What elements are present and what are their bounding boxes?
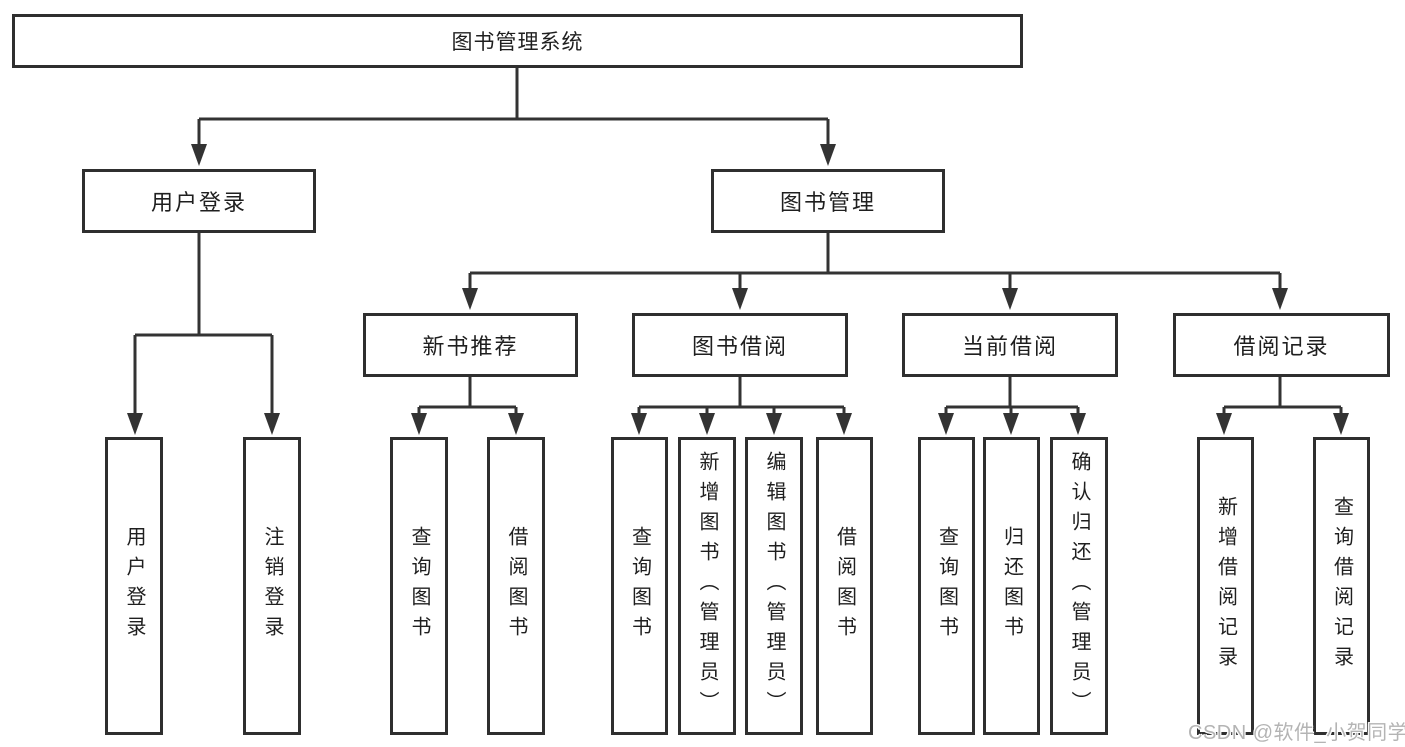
leaf-confirm-return-admin: 确认归还（管理员） bbox=[1050, 437, 1108, 735]
arrowhead bbox=[938, 413, 954, 435]
node-label: 归还图书 bbox=[1000, 526, 1023, 646]
node-label: 借阅图书 bbox=[833, 526, 856, 646]
arrowhead bbox=[1216, 413, 1232, 435]
arrowhead bbox=[127, 413, 143, 435]
leaf-logout: 注销登录 bbox=[243, 437, 301, 735]
leaf-user-login: 用户登录 bbox=[105, 437, 163, 735]
leaf-edit-books-admin: 编辑图书（管理员） bbox=[745, 437, 803, 735]
arrowhead bbox=[732, 288, 748, 310]
connector-current-borrowing-split bbox=[938, 377, 1086, 435]
arrowhead bbox=[699, 413, 715, 435]
arrowhead bbox=[411, 413, 427, 435]
leaf-query-borrow-record: 查询借阅记录 bbox=[1313, 437, 1370, 735]
arrowhead bbox=[462, 288, 478, 310]
connector-user-login-split bbox=[127, 233, 280, 435]
connector-root-split bbox=[191, 68, 836, 166]
leaf-borrow-books: 借阅图书 bbox=[487, 437, 545, 735]
leaf-add-borrow-record: 新增借阅记录 bbox=[1197, 437, 1254, 735]
node-book-borrowing: 图书借阅 bbox=[632, 313, 848, 377]
node-label: 新增图书（管理员） bbox=[696, 451, 718, 721]
node-label: 查询图书 bbox=[408, 526, 430, 646]
node-label: 借阅图书 bbox=[505, 526, 527, 646]
node-user-login: 用户登录 bbox=[82, 169, 316, 233]
node-new-book-recommendation: 新书推荐 bbox=[363, 313, 578, 377]
leaf-add-books-admin: 新增图书（管理员） bbox=[678, 437, 736, 735]
node-label: 查询图书 bbox=[935, 526, 958, 646]
leaf-query-books: 查询图书 bbox=[918, 437, 975, 735]
leaf-return-books: 归还图书 bbox=[983, 437, 1040, 735]
arrowhead bbox=[508, 413, 524, 435]
arrowhead bbox=[1272, 288, 1288, 310]
node-book-management: 图书管理 bbox=[711, 169, 945, 233]
node-label: 注销登录 bbox=[261, 526, 283, 646]
node-label: 确认归还（管理员） bbox=[1068, 451, 1090, 721]
connector-new-book-split bbox=[411, 377, 524, 435]
arrowhead bbox=[1002, 288, 1018, 310]
arrowhead bbox=[820, 144, 836, 166]
csdn-watermark: CSDN @软件_小贺同学 bbox=[1188, 722, 1405, 744]
node-borrowing-records: 借阅记录 bbox=[1173, 313, 1390, 377]
arrowhead bbox=[1070, 413, 1086, 435]
node-label: 查询借阅记录 bbox=[1330, 496, 1353, 676]
node-label: 用户登录 bbox=[123, 526, 145, 646]
leaf-query-books: 查询图书 bbox=[390, 437, 448, 735]
leaf-borrow-books: 借阅图书 bbox=[816, 437, 873, 735]
leaf-query-books: 查询图书 bbox=[611, 437, 668, 735]
node-label: 新增借阅记录 bbox=[1214, 496, 1237, 676]
arrowhead bbox=[1003, 413, 1019, 435]
connector-borrow-records-split bbox=[1216, 377, 1349, 435]
node-label: 查询图书 bbox=[628, 526, 651, 646]
node-library-management-system: 图书管理系统 bbox=[12, 14, 1023, 68]
node-label: 编辑图书（管理员） bbox=[763, 451, 785, 721]
arrowhead bbox=[836, 413, 852, 435]
arrowhead bbox=[191, 144, 207, 166]
arrowhead bbox=[264, 413, 280, 435]
arrowhead bbox=[1333, 413, 1349, 435]
node-current-borrowing: 当前借阅 bbox=[902, 313, 1118, 377]
connector-book-borrowing-split bbox=[631, 377, 852, 435]
arrowhead bbox=[766, 413, 782, 435]
arrowhead bbox=[631, 413, 647, 435]
connector-book-management-split bbox=[462, 233, 1288, 310]
